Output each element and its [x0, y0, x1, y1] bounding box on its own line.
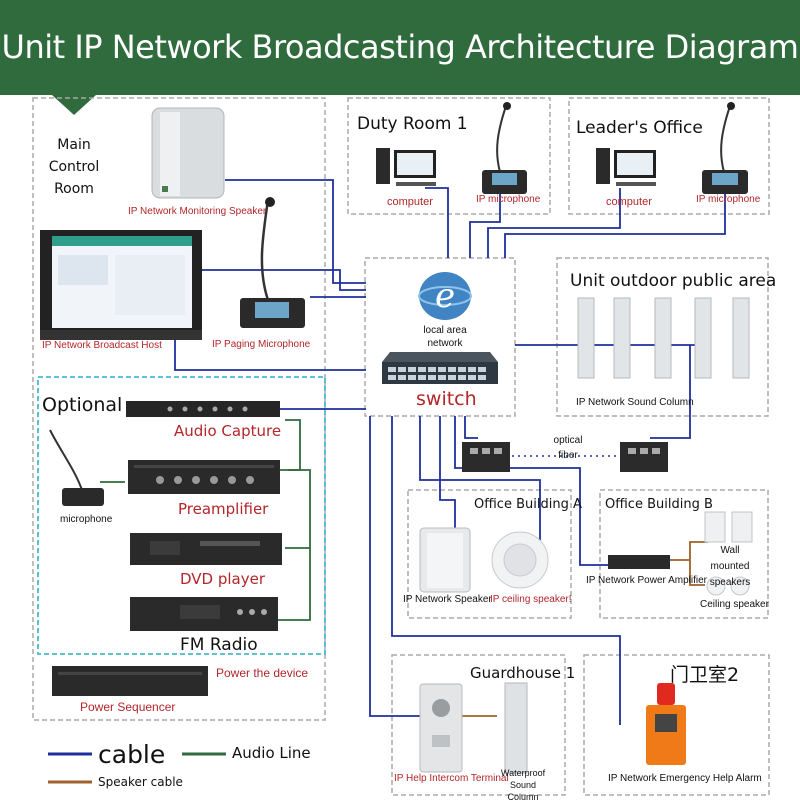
dvd-player-label: DVD player	[180, 570, 266, 588]
main-control-room-label: Main Control Room	[48, 137, 100, 197]
audio-capture-label: Audio Capture	[174, 422, 282, 440]
banner-notch	[52, 95, 96, 115]
optical-transceiver-left	[462, 442, 510, 472]
leader-mic-label: IP microphone	[696, 194, 761, 205]
duty-room-label: Duty Room 1	[357, 114, 468, 134]
ceiling-speaker-b-label: Ceiling speaker	[700, 599, 769, 610]
wall-speakers-label: Wall mounted speakers	[709, 545, 751, 588]
title-banner: Unit IP Network Broadcasting Architectur…	[0, 0, 800, 95]
audio-capture-device	[126, 401, 280, 417]
duty-mic-label: IP microphone	[476, 194, 541, 205]
cable-fiber-tx	[464, 416, 478, 439]
cable-guardhouse2	[391, 416, 621, 725]
preamplifier-device	[128, 460, 280, 494]
alarm-device	[646, 683, 686, 765]
duty-room-box	[347, 97, 551, 215]
legend-speaker-label: Speaker cable	[98, 775, 183, 789]
ceiling-speaker-b-device	[706, 576, 750, 596]
power-amp-label: IP Network Power Amplifier	[586, 575, 707, 586]
cable-building-b	[454, 416, 608, 566]
audio-line-pre-fm	[278, 469, 311, 621]
ip-speaker-label: IP Network Speaker	[403, 594, 492, 605]
power-sequencer-label: Power Sequencer	[80, 700, 176, 714]
broadcast-host-device	[40, 230, 202, 340]
broadcast-host-label: IP Network Broadcast Host	[42, 340, 162, 351]
duty-computer-label: computer	[387, 196, 433, 208]
speaker-cable-ceiling	[689, 560, 705, 586]
building-b-label: Office Building B	[605, 497, 713, 512]
fm-radio-label: FM Radio	[180, 635, 258, 655]
paging-mic-device	[240, 197, 305, 328]
building-a-box	[407, 489, 572, 619]
dvd-player-device	[130, 533, 282, 565]
outdoor-area-label: Unit outdoor public area	[570, 271, 777, 291]
cable-building-a	[439, 416, 456, 530]
optional-label: Optional	[42, 394, 123, 416]
lan-label: local area network	[423, 325, 467, 349]
optical-fiber-label: optical fiber	[553, 435, 583, 461]
ceiling-speaker-a-device	[491, 531, 549, 589]
power-amp-device	[608, 555, 670, 569]
power-sequencer-device	[52, 666, 208, 696]
sound-columns-device	[577, 297, 750, 379]
switch-device	[382, 352, 498, 384]
fm-radio-device	[130, 597, 278, 631]
guardhouse2-box	[583, 654, 770, 796]
leader-computer-label: computer	[606, 196, 652, 208]
sound-column-label: IP Network Sound Column	[576, 397, 694, 408]
lan-globe-icon: e	[418, 272, 472, 320]
alarm-label: IP Network Emergency Help Alarm	[608, 773, 762, 784]
cable-broadcast-host	[200, 269, 366, 291]
building-a-label: Office Building A	[474, 497, 582, 512]
waterproof-label: Waterproof Sound Column	[500, 768, 546, 802]
cable-leader-mic	[504, 193, 726, 258]
monitoring-speaker-device	[151, 107, 225, 199]
guardhouse1-label: Guardhouse 1	[470, 664, 576, 682]
leader-computer-device	[596, 148, 656, 186]
guardhouse1-box	[391, 654, 566, 796]
cable-guardhouse1	[369, 416, 430, 717]
audio-line-pre-capture	[285, 419, 301, 471]
duty-mic-device	[482, 102, 527, 194]
intercom-device	[419, 683, 463, 773]
cable-outdoor	[515, 344, 706, 375]
legend-audio-label: Audio Line	[232, 744, 311, 762]
preamplifier-label: Preamplifier	[178, 500, 269, 518]
duty-computer-device	[376, 148, 436, 186]
paging-mic-label: IP Paging Microphone	[212, 339, 311, 350]
monitoring-speaker-label: IP Network Monitoring Speaker	[128, 206, 267, 217]
waterproof-column-device	[504, 682, 528, 774]
cable-duty-mic	[469, 193, 501, 258]
leaders-office-label: Leader's Office	[576, 118, 703, 138]
wall-speakers-device	[704, 511, 753, 543]
optional-box	[37, 376, 326, 655]
cable-fiber-rx	[650, 345, 691, 439]
guardhouse2-label: 门卫室2	[670, 664, 740, 686]
switch-box	[364, 257, 516, 417]
optical-transceiver-right	[620, 442, 668, 472]
outdoor-area-box	[556, 257, 769, 417]
switch-label: switch	[416, 388, 477, 410]
leader-mic-device	[702, 102, 748, 194]
intercom-label: IP Help Intercom Terminal	[394, 773, 509, 784]
optional-mic-device	[49, 429, 104, 506]
power-device-label: Power the device	[216, 666, 309, 680]
cable-leader-computer	[487, 188, 621, 258]
legend-cable-label: cable	[98, 740, 166, 769]
ceiling-speaker-a-label: IP ceiling speaker!	[490, 594, 572, 605]
cable-ceiling-a	[419, 416, 541, 540]
cable-duty-computer	[425, 187, 449, 258]
svg-text:e: e	[435, 276, 455, 316]
cable-monitoring-speaker	[225, 179, 366, 284]
microphone-label: microphone	[60, 514, 113, 525]
diagram-title: Unit IP Network Broadcasting Architectur…	[1, 28, 799, 66]
ip-speaker-device	[419, 527, 471, 593]
leaders-office-box	[568, 97, 770, 215]
speaker-cable-wall	[670, 541, 708, 561]
cable-host-lower	[174, 340, 366, 371]
building-b-box	[599, 489, 769, 619]
